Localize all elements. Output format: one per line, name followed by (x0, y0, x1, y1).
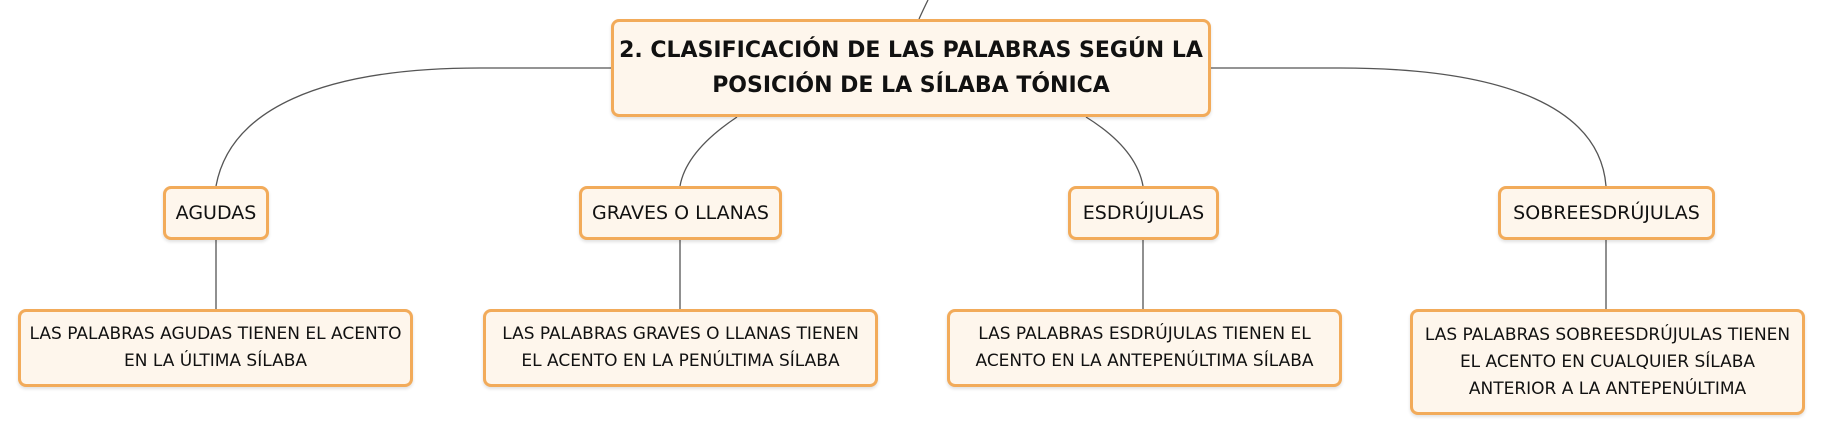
root-topic-label: 2. CLASIFICACIÓN DE LAS PALABRAS SEGÚN L… (619, 38, 1203, 98)
topic-label-graves: GRAVES O LLANAS (592, 202, 769, 224)
description-node-sobreesdrujulas[interactable]: LAS PALABRAS SOBREESDRÚJULAS TIENEN EL A… (1410, 309, 1805, 415)
topic-label-agudas: AGUDAS (175, 202, 257, 224)
topic-node-sobreesdrujulas[interactable]: SOBREESDRÚJULAS (1498, 186, 1715, 240)
description-node-esdrujulas[interactable]: LAS PALABRAS ESDRÚJULAS TIENEN EL ACENTO… (947, 309, 1342, 387)
root-topic-node[interactable]: 2. CLASIFICACIÓN DE LAS PALABRAS SEGÚN L… (611, 19, 1211, 117)
topic-node-graves[interactable]: GRAVES O LLANAS (579, 186, 782, 240)
topic-label-esdrujulas: ESDRÚJULAS (1082, 202, 1205, 224)
description-node-graves[interactable]: LAS PALABRAS GRAVES O LLANAS TIENEN EL A… (483, 309, 878, 387)
connector-to-parent (918, 0, 929, 20)
description-text-sobreesdrujulas: LAS PALABRAS SOBREESDRÚJULAS TIENEN EL A… (1424, 324, 1791, 399)
description-text-graves: LAS PALABRAS GRAVES O LLANAS TIENEN EL A… (502, 324, 859, 371)
description-node-agudas[interactable]: LAS PALABRAS AGUDAS TIENEN EL ACENTO EN … (18, 309, 413, 387)
topic-node-esdrujulas[interactable]: ESDRÚJULAS (1068, 186, 1219, 240)
connector-root-sobreesdrujulas (1211, 67, 1607, 187)
topic-label-sobreesdrujulas: SOBREESDRÚJULAS (1513, 202, 1700, 224)
topic-node-agudas[interactable]: AGUDAS (163, 186, 269, 240)
description-text-esdrujulas: LAS PALABRAS ESDRÚJULAS TIENEN EL ACENTO… (975, 324, 1314, 371)
connector-root-graves (679, 116, 738, 187)
description-text-agudas: LAS PALABRAS AGUDAS TIENEN EL ACENTO EN … (29, 324, 402, 371)
connector-root-agudas (215, 67, 611, 187)
connector-root-esdrujulas (1085, 116, 1144, 187)
